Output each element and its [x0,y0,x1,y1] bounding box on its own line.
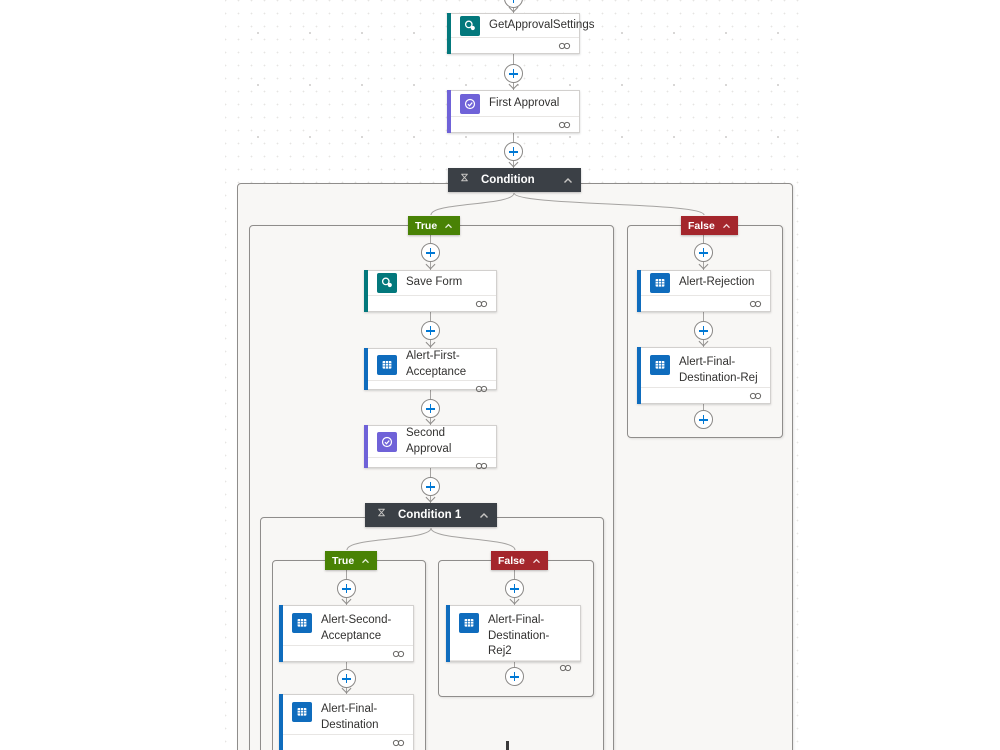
card-label: Alert-Second-Acceptance [321,614,392,642]
outlook-icon [377,354,397,375]
outlook-icon [459,613,479,633]
card-accent [446,605,450,662]
condition-icon [375,506,388,524]
card-accent [364,425,368,468]
condition-label: Condition [481,174,535,186]
action-card-alert-second-acceptance[interactable]: Alert-Second-Acceptance [279,605,414,662]
true-branch-badge[interactable]: True [408,216,461,235]
connection-icon [475,295,488,313]
inner-true-branch-badge[interactable]: True [325,551,378,570]
card-label: Save Form [406,276,463,289]
connection-icon [392,645,405,663]
action-card-alert-final-destination-rej[interactable]: Alert-Final-Destination-Rej [637,347,771,404]
connection-icon [558,116,571,134]
card-label: Alert-Final-Destination-Rej2 [488,614,550,658]
insert-step-button[interactable] [694,410,713,429]
action-card-first-approval[interactable]: First Approval [447,90,580,133]
card-accent [279,605,283,662]
card-label: Alert-First-Acceptance [406,350,467,378]
card-label: Alert-Rejection [679,276,755,289]
outlook-icon [650,273,670,293]
badge-label: True [415,219,438,232]
insert-step-button[interactable] [337,669,356,688]
badge-label: True [332,554,355,567]
insert-step-button[interactable] [694,243,713,262]
insert-step-button[interactable] [505,667,524,686]
insert-step-button[interactable] [504,64,523,83]
condition-header[interactable]: Condition [448,168,581,192]
inner-false-branch-badge[interactable]: False [491,551,548,570]
card-accent [637,347,641,404]
insert-step-button[interactable] [505,579,524,598]
insert-step-button[interactable] [421,321,440,340]
insert-step-button[interactable] [421,399,440,418]
connection-icon [475,457,488,475]
card-label: Alert-Final-Destination [321,703,379,731]
badge-label: False [498,554,525,567]
condition-label: Condition 1 [398,509,462,521]
connection-icon [392,734,405,750]
action-card-alert-final-destination-rej2[interactable]: Alert-Final-Destination-Rej2 [446,605,581,672]
action-card-getapprovalsettings[interactable]: GetApprovalSettings [447,13,594,55]
card-label: GetApprovalSettings [489,18,595,31]
connection-icon [475,380,488,398]
sharepoint-icon [460,15,480,36]
insert-step-button[interactable] [421,477,440,496]
outlook-icon [650,355,670,375]
chevron-up-icon[interactable] [479,506,489,524]
action-card-alert-rejection[interactable]: Alert-Rejection [637,270,771,312]
condition1-header[interactable]: Condition 1 [365,503,497,527]
approvals-icon [377,431,397,452]
card-accent [637,270,641,312]
card-label: Alert-Final-Destination-Rej [679,356,758,384]
card-label: Second Approval [406,427,452,455]
outlook-icon [292,613,312,633]
condition-icon [458,171,471,189]
card-accent [364,348,368,390]
insert-step-button[interactable] [337,579,356,598]
action-card-alert-first-acceptance[interactable]: Alert-First-Acceptance [364,348,497,392]
chevron-up-icon[interactable] [361,555,370,567]
insert-step-button[interactable] [694,321,713,340]
connector-line [513,7,514,168]
sharepoint-icon [377,273,397,293]
card-accent [279,694,283,750]
connection-icon [559,659,572,677]
chevron-up-icon[interactable] [532,555,541,567]
card-accent [364,270,368,312]
connection-icon [749,295,762,313]
card-label: First Approval [489,96,560,109]
connection-icon [558,37,571,55]
approvals-icon [460,93,480,114]
action-card-save-form[interactable]: Save Form [364,270,497,312]
insert-step-button[interactable] [421,243,440,262]
chevron-up-icon[interactable] [444,220,453,232]
connection-icon [749,387,762,405]
chevron-up-icon[interactable] [563,171,573,189]
chevron-up-icon[interactable] [722,220,731,232]
cut-off-connector-stub [506,741,509,750]
insert-step-button[interactable] [504,142,523,161]
badge-label: False [688,219,715,232]
outlook-icon [292,702,312,722]
action-card-alert-final-destination[interactable]: Alert-Final-Destination [279,694,414,750]
action-card-second-approval[interactable]: Second Approval [364,425,497,469]
false-branch-badge[interactable]: False [681,216,738,235]
card-accent [447,13,451,54]
card-accent [447,90,451,133]
